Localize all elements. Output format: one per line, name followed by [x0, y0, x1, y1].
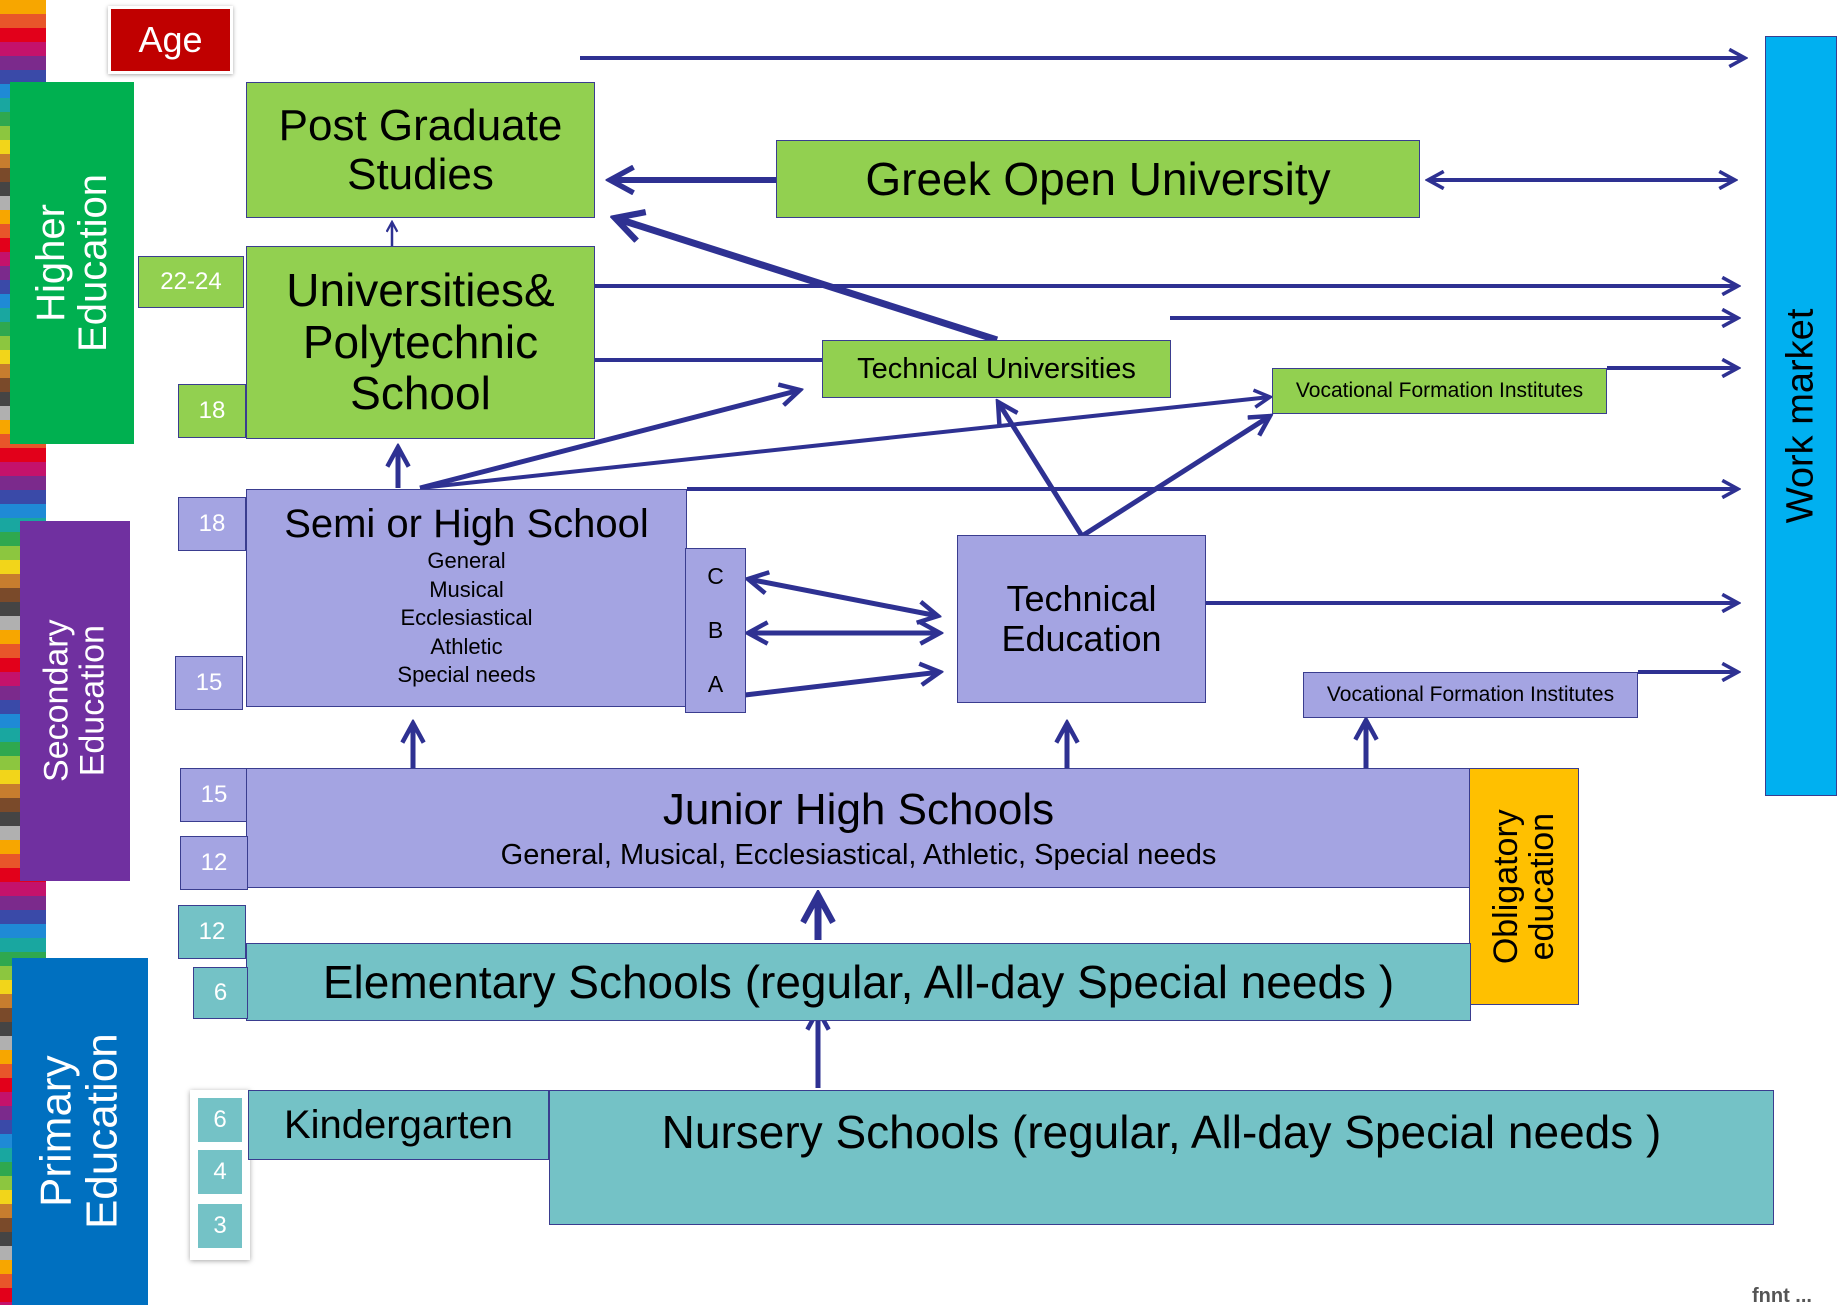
greek-open-university-box: Greek Open University	[776, 140, 1420, 218]
pencil-stripe	[0, 882, 46, 896]
pencil-stripe	[0, 0, 46, 14]
elementary-schools-box: Elementary Schools (regular, All-day Spe…	[246, 943, 1471, 1021]
arrow-high-techuni	[419, 390, 800, 491]
pencil-stripe	[0, 42, 46, 56]
footer-fragment: fnnt ...	[1752, 1285, 1812, 1305]
grade-column: C B A	[685, 548, 746, 713]
pencil-stripe	[0, 462, 46, 476]
primary-education-label: Primary Education	[12, 958, 148, 1305]
pencil-stripe	[0, 476, 46, 490]
age-15-high-school: 15	[175, 656, 243, 710]
pencil-stripe	[0, 938, 46, 952]
age-badge: Age	[108, 6, 233, 74]
pencil-stripe	[0, 70, 46, 84]
kindergarten-box: Kindergarten	[248, 1090, 549, 1160]
technical-education-box: Technical Education	[957, 535, 1206, 703]
pencil-stripe	[0, 504, 46, 518]
arrow-teched-techuni	[998, 402, 1085, 538]
age-6-kindergarten: 6	[198, 1098, 242, 1142]
pencil-stripe	[0, 490, 46, 504]
junior-high-title: Junior High Schools	[662, 784, 1055, 834]
pencil-stripe	[0, 924, 46, 938]
vocational-institutes-upper-box: Vocational Formation Institutes	[1272, 368, 1607, 414]
pencil-stripe	[0, 28, 46, 42]
age-12-elementary: 12	[178, 905, 246, 959]
age-12-junior: 12	[180, 836, 248, 890]
semi-high-school-title: Semi or High School	[284, 502, 649, 546]
pencil-stripe	[0, 448, 46, 462]
pencil-stripe	[0, 896, 46, 910]
age-18-high-school: 18	[178, 497, 246, 551]
age-6-elementary: 6	[193, 967, 248, 1019]
pencil-stripe	[0, 14, 46, 28]
age-22-24: 22-24	[138, 256, 244, 308]
post-graduate-box: Post Graduate Studies	[246, 82, 595, 218]
arrow-techuni-postgrad	[615, 218, 999, 344]
age-15-junior: 15	[180, 768, 248, 822]
arrow-grade-c	[748, 579, 938, 616]
pencil-stripe	[0, 910, 46, 924]
age-3: 3	[198, 1204, 242, 1248]
secondary-education-label: Secondary Education	[20, 521, 130, 881]
nursery-schools-box: Nursery Schools (regular, All-day Specia…	[549, 1090, 1774, 1225]
arrow-high-vocup	[419, 397, 1270, 490]
universities-box: Universities& Polytechnic School	[246, 246, 595, 439]
obligatory-education-label: Obligatory education	[1469, 768, 1579, 1005]
pencil-stripe	[0, 56, 46, 70]
grade-a: A	[707, 671, 724, 698]
arrow-grade-a	[744, 672, 940, 698]
higher-education-label: Higher Education	[10, 82, 134, 444]
grade-b: B	[707, 616, 724, 643]
age-18-university: 18	[178, 384, 246, 438]
junior-high-types: General, Musical, Ecclesiastical, Athlet…	[500, 838, 1217, 871]
age-4: 4	[198, 1150, 242, 1194]
vocational-institutes-lower-box: Vocational Formation Institutes	[1303, 672, 1638, 718]
age-label: Age	[138, 19, 203, 60]
arrow-teched-vocup	[1080, 416, 1270, 539]
semi-high-school-box: Semi or High School General Musical Eccl…	[246, 489, 687, 707]
semi-high-school-types: General Musical Ecclesiastical Athletic …	[397, 548, 536, 688]
work-market-label: Work market	[1765, 36, 1837, 796]
technical-universities-box: Technical Universities	[822, 340, 1171, 398]
junior-high-schools-box: Junior High Schools General, Musical, Ec…	[246, 768, 1471, 888]
grade-c: C	[707, 562, 724, 589]
